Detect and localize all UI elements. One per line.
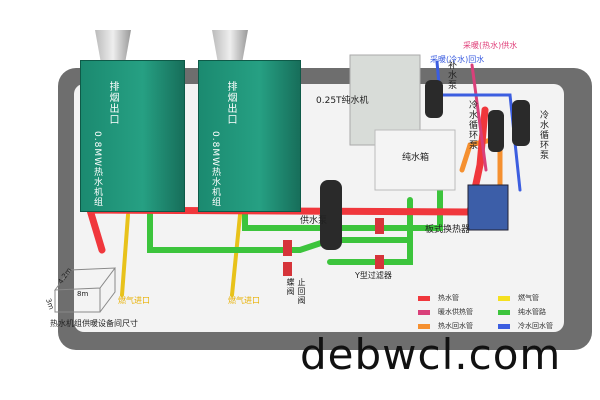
- gas-pipe: [120, 213, 242, 297]
- check-valve: [283, 262, 292, 276]
- cold-water-pump: [512, 100, 530, 146]
- boiler-label: 0.8MW热水机组: [210, 131, 220, 207]
- butterfly-valve-label: 蝶阀: [286, 278, 295, 296]
- boiler-1: 排烟出口 0.8MW热水机组: [80, 60, 185, 212]
- room-dimension-box: [53, 267, 117, 313]
- room-caption: 热水机组供暖设备间尺寸: [50, 319, 138, 328]
- chimney-label: 排烟出口: [107, 81, 118, 125]
- ro-machine-label: 0.25T纯水机: [316, 96, 369, 106]
- heating-supply-pipe: [470, 63, 488, 172]
- supply-pump: [320, 180, 342, 250]
- boiler-2: 排烟出口 0.8MW热水机组: [198, 60, 301, 212]
- legend-item: 热水管: [418, 292, 498, 304]
- chimney-label: 排烟出口: [225, 81, 236, 125]
- legend-item: 暖水供热管: [418, 306, 498, 318]
- supply-pump-label: 供水泵: [300, 216, 328, 226]
- valve: [375, 218, 384, 234]
- pure-tank-label: 纯水箱: [402, 153, 430, 163]
- butterfly-valve: [283, 240, 292, 256]
- check-valve-label: 止回阀: [297, 278, 306, 305]
- plate-exchanger-label: 板式换热器: [425, 225, 471, 235]
- cold-water-pump: [488, 110, 504, 152]
- boiler-label: 0.8MW热水机组: [92, 131, 102, 207]
- heating-supply-label: 采暖(热水)供水: [463, 41, 518, 50]
- plate-heat-exchanger: [467, 184, 509, 231]
- valve: [375, 255, 384, 269]
- y-filter-label: Y型过滤器: [355, 271, 392, 280]
- makeup-pump: [425, 80, 443, 118]
- heating-return-label: 采暖(冷水)回水: [430, 55, 485, 64]
- gas-inlet-label: 燃气进口: [118, 296, 150, 305]
- legend-item: 纯水管路: [498, 306, 578, 318]
- cold-pump-label: 冷水循环泵: [538, 110, 548, 160]
- legend: 热水管 燃气管 暖水供热管 纯水管路 热水回水管 冷水回水管: [418, 292, 578, 332]
- watermark: debwcl.com: [300, 330, 562, 379]
- legend-item: 热水回水管: [418, 320, 498, 332]
- gas-inlet-label: 燃气进口: [228, 296, 260, 305]
- cold-pump-label: 冷水循环泵: [467, 100, 477, 150]
- legend-item: 燃气管: [498, 292, 578, 304]
- room-length: 8m: [77, 290, 89, 298]
- makeup-pump-label: 补水泵: [446, 60, 456, 90]
- legend-item: 冷水回水管: [498, 320, 578, 332]
- pure-water-tank: [374, 129, 456, 191]
